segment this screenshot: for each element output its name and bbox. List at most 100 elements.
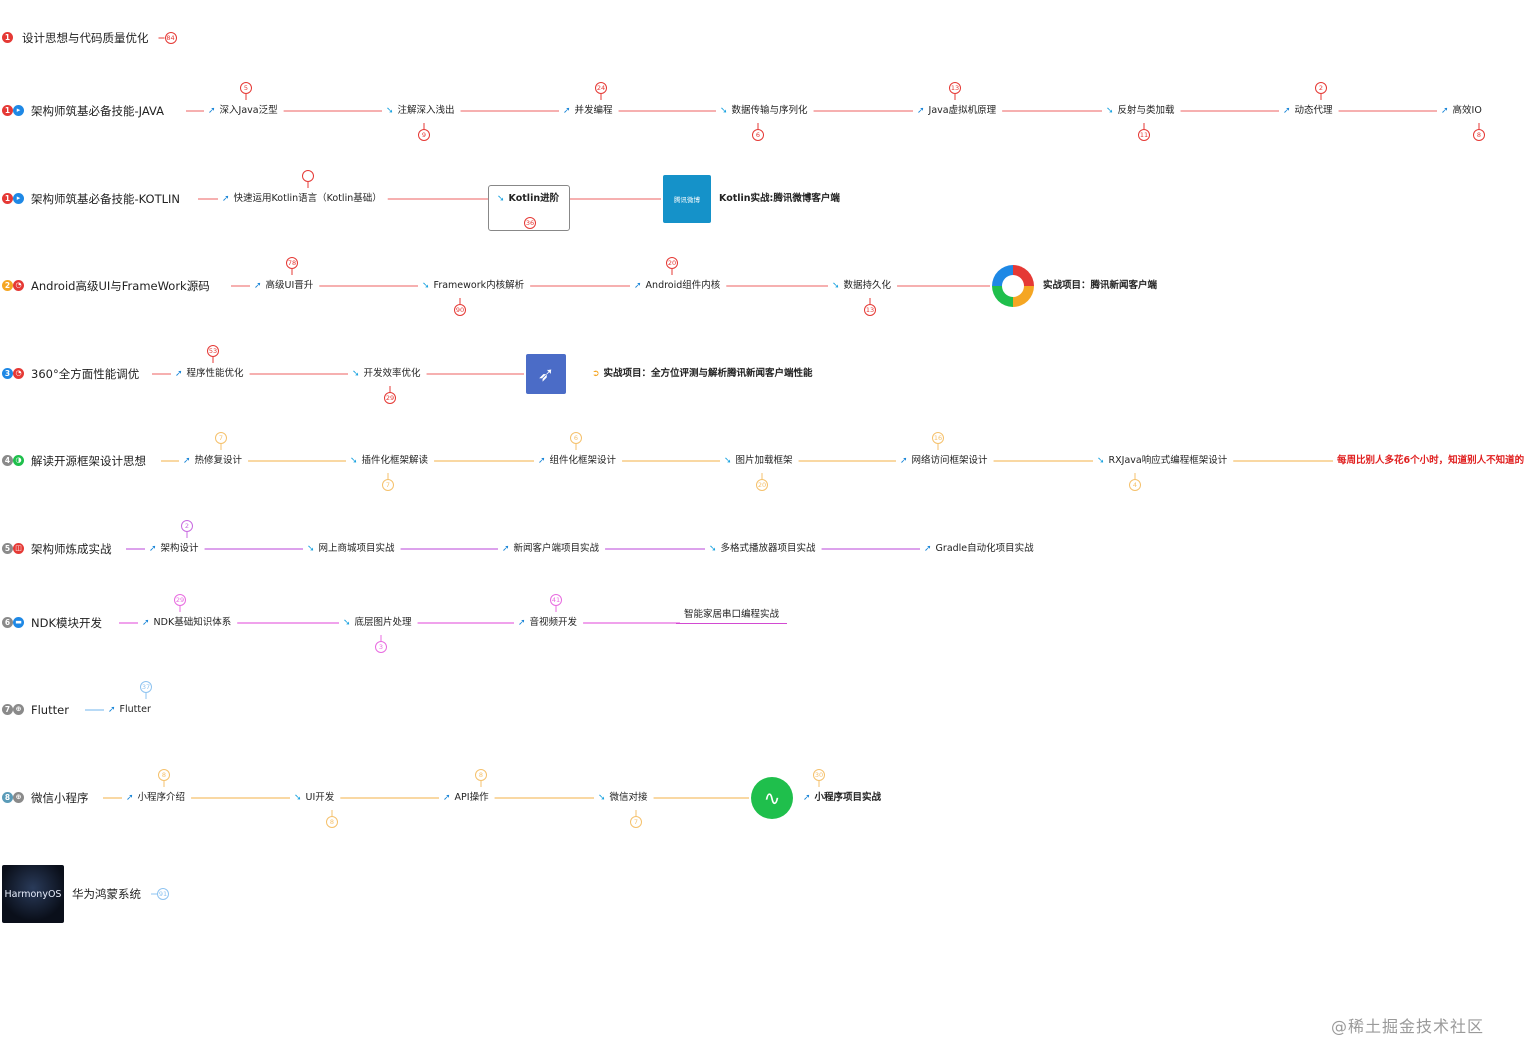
row-6-node-0-badge-count: 2 xyxy=(184,521,190,530)
row-9-node-3[interactable]: ➘微信对接 xyxy=(598,792,648,804)
row-1-node-6-label: 动态代理 xyxy=(1294,105,1333,116)
row-9-marker: 8⊕ xyxy=(2,792,24,803)
arrow-down-right-icon: ➘ xyxy=(724,456,732,466)
row-4-title[interactable]: 360°全方面性能调优 xyxy=(31,367,140,381)
row-7-node-0-badge: 29 xyxy=(174,594,186,606)
row-6-node-3[interactable]: ➘多格式播放器项目实战 xyxy=(709,543,816,555)
row-1-node-1[interactable]: ➘注解深入浅出 xyxy=(386,105,455,117)
row-9-node-3-badge: 7 xyxy=(630,816,642,828)
row-6-node-2[interactable]: ➚新闻客户端项目实战 xyxy=(502,543,599,555)
row-5-node-1[interactable]: ➘插件化框架解读 xyxy=(350,455,428,467)
row-1-title[interactable]: 架构师筑基必备技能-JAVA xyxy=(31,104,164,118)
progress-icon: ◫ xyxy=(13,543,24,554)
miniprogram-image: ∿ xyxy=(751,777,793,819)
arrow-up-right-icon: ➚ xyxy=(917,106,925,116)
row-5-node-0[interactable]: ➚热修复设计 xyxy=(183,455,242,467)
row-2-node-2[interactable]: Kotlin实战:腾讯微博客户端 xyxy=(719,193,840,205)
progress-icon: ◔ xyxy=(13,280,24,291)
row-4-node-0[interactable]: ➚程序性能优化 xyxy=(175,368,244,380)
row-1-node-6-badge: 2 xyxy=(1315,82,1327,94)
row-5-node-5[interactable]: ➘RXJava响应式编程框架设计 xyxy=(1097,455,1227,467)
row-0-title[interactable]: 设计思想与代码质量优化 xyxy=(22,31,149,45)
row-1-node-5[interactable]: ➘反射与类加载 xyxy=(1106,105,1175,117)
row-7-node-1-badge: 3 xyxy=(375,641,387,653)
progress-icon: ▬ xyxy=(13,617,24,628)
row-6-node-4[interactable]: ➚Gradle自动化项目实战 xyxy=(924,543,1034,555)
row-9-node-2[interactable]: ➚API操作 xyxy=(443,792,489,804)
row-5-node-6[interactable]: 每周比别人多花6个小时，知道别人不知道的 xyxy=(1337,455,1524,467)
row-3-title[interactable]: Android高级UI与FrameWork源码 xyxy=(31,279,210,293)
row-5-node-2[interactable]: ➚组件化框架设计 xyxy=(538,455,616,467)
row-4-node-2[interactable]: ➲实战项目：全方位评测与解析腾讯新闻客户端性能 xyxy=(592,368,813,380)
arrow-down-right-icon: ➘ xyxy=(294,793,302,803)
row-9-title[interactable]: 微信小程序 xyxy=(31,791,89,805)
row-1-node-0-badge-count: 5 xyxy=(243,83,249,92)
row-5-node-5-label: RXJava响应式编程框架设计 xyxy=(1108,455,1228,466)
row-1-node-4-badge-count: 13 xyxy=(950,83,960,92)
row-3-node-2-badge-count: 20 xyxy=(667,258,677,267)
row-1-node-4[interactable]: ➚Java虚拟机原理 xyxy=(917,105,996,117)
row-7-title[interactable]: NDK模块开发 xyxy=(31,616,102,630)
row-9-node-4[interactable]: ➚小程序项目实战 xyxy=(803,792,881,804)
priority-icon: 5 xyxy=(2,543,13,554)
row-3-node-2[interactable]: ➚Android组件内核 xyxy=(634,280,720,292)
arrow-up-right-icon: ➚ xyxy=(108,705,116,715)
row-1-node-2-label: 并发编程 xyxy=(574,105,613,116)
row-7-node-0[interactable]: ➚NDK基础知识体系 xyxy=(142,617,231,629)
row-3-node-0[interactable]: ➚高级UI晋升 xyxy=(254,280,313,292)
row-9-node-1[interactable]: ➘UI开发 xyxy=(294,792,334,804)
arrow-down-right-icon: ➘ xyxy=(497,194,505,204)
row-3-node-3-badge-count: 13 xyxy=(865,305,875,314)
row-7-node-0-label: NDK基础知识体系 xyxy=(153,617,232,628)
arrow-up-right-icon: ➚ xyxy=(183,456,191,466)
row-6-node-1[interactable]: ➘网上商城项目实战 xyxy=(307,543,395,555)
row-1-node-6[interactable]: ➚动态代理 xyxy=(1283,105,1333,117)
progress-icon: ◑ xyxy=(13,455,24,466)
row-3-node-1[interactable]: ➘Framework内核解析 xyxy=(422,280,524,292)
row-5-node-4[interactable]: ➚网络访问框架设计 xyxy=(900,455,988,467)
row-2-node-0[interactable]: ➚快速运用Kotlin语言（Kotlin基础） xyxy=(222,193,382,205)
row-7-node-1[interactable]: ➘底层图片处理 xyxy=(343,617,412,629)
row-7-node-3[interactable]: 智能家居串口编程实战 xyxy=(684,609,779,621)
row-10-title[interactable]: 华为鸿蒙系统 xyxy=(72,887,141,901)
row-5-title[interactable]: 解读开源框架设计思想 xyxy=(31,454,146,468)
priority-icon: 4 xyxy=(2,455,13,466)
row-9-node-1-badge-count: 8 xyxy=(329,817,335,826)
row-1-node-3[interactable]: ➘数据传输与序列化 xyxy=(720,105,808,117)
arrow-up-right-icon: ➚ xyxy=(175,369,183,379)
row-1-node-1-badge: 9 xyxy=(418,129,430,141)
row-8-node-0-badge-count: 37 xyxy=(141,682,151,691)
row-9-node-0-label: 小程序介绍 xyxy=(137,792,186,803)
weibo-image: 腾讯微博 xyxy=(663,175,711,223)
row-9-node-2-badge-count: 8 xyxy=(478,770,484,779)
row-3-node-4[interactable]: 实战项目：腾讯新闻客户端 xyxy=(1043,280,1157,292)
row-3-node-3[interactable]: ➘数据持久化 xyxy=(832,280,891,292)
row-3-node-4-label: 实战项目：腾讯新闻客户端 xyxy=(1043,280,1158,291)
row-1-node-7-label: 高效IO xyxy=(1452,105,1482,116)
row-3-node-2-label: Android组件内核 xyxy=(645,280,721,291)
row-4-node-1[interactable]: ➘开发效率优化 xyxy=(352,368,421,380)
row-1-node-2-badge: 24 xyxy=(595,82,607,94)
arrow-down-right-icon: ➘ xyxy=(350,456,358,466)
row-2-node-1[interactable]: ➘Kotlin进阶 xyxy=(497,193,559,205)
row-1-node-5-label: 反射与类加载 xyxy=(1117,105,1175,116)
row-8-node-0-badge: 37 xyxy=(140,681,152,693)
row-2-node-0-label: 快速运用Kotlin语言（Kotlin基础） xyxy=(233,193,382,204)
row-8-title[interactable]: Flutter xyxy=(31,703,69,717)
row-8-node-0[interactable]: ➚Flutter xyxy=(108,704,151,716)
row-5-node-1-badge: 7 xyxy=(382,479,394,491)
row-10-count-badge: 91 xyxy=(157,888,169,900)
row-1-node-3-badge: 6 xyxy=(752,129,764,141)
row-6-node-0[interactable]: ➚架构设计 xyxy=(149,543,199,555)
arrow-down-right-icon: ➘ xyxy=(1106,106,1114,116)
row-7-node-2[interactable]: ➚音视频开发 xyxy=(518,617,577,629)
row-2-title[interactable]: 架构师筑基必备技能-KOTLIN xyxy=(31,192,181,206)
row-5-node-3[interactable]: ➘图片加载框架 xyxy=(724,455,793,467)
row-6-title[interactable]: 架构师炼成实战 xyxy=(31,542,112,556)
row-1-node-2[interactable]: ➚并发编程 xyxy=(563,105,613,117)
row-4-node-1-badge: 29 xyxy=(384,392,396,404)
row-9-node-0[interactable]: ➚小程序介绍 xyxy=(126,792,185,804)
row-1-node-0[interactable]: ➚深入Java泛型 xyxy=(208,105,278,117)
row-1-node-7[interactable]: ➚高效IO xyxy=(1441,105,1482,117)
